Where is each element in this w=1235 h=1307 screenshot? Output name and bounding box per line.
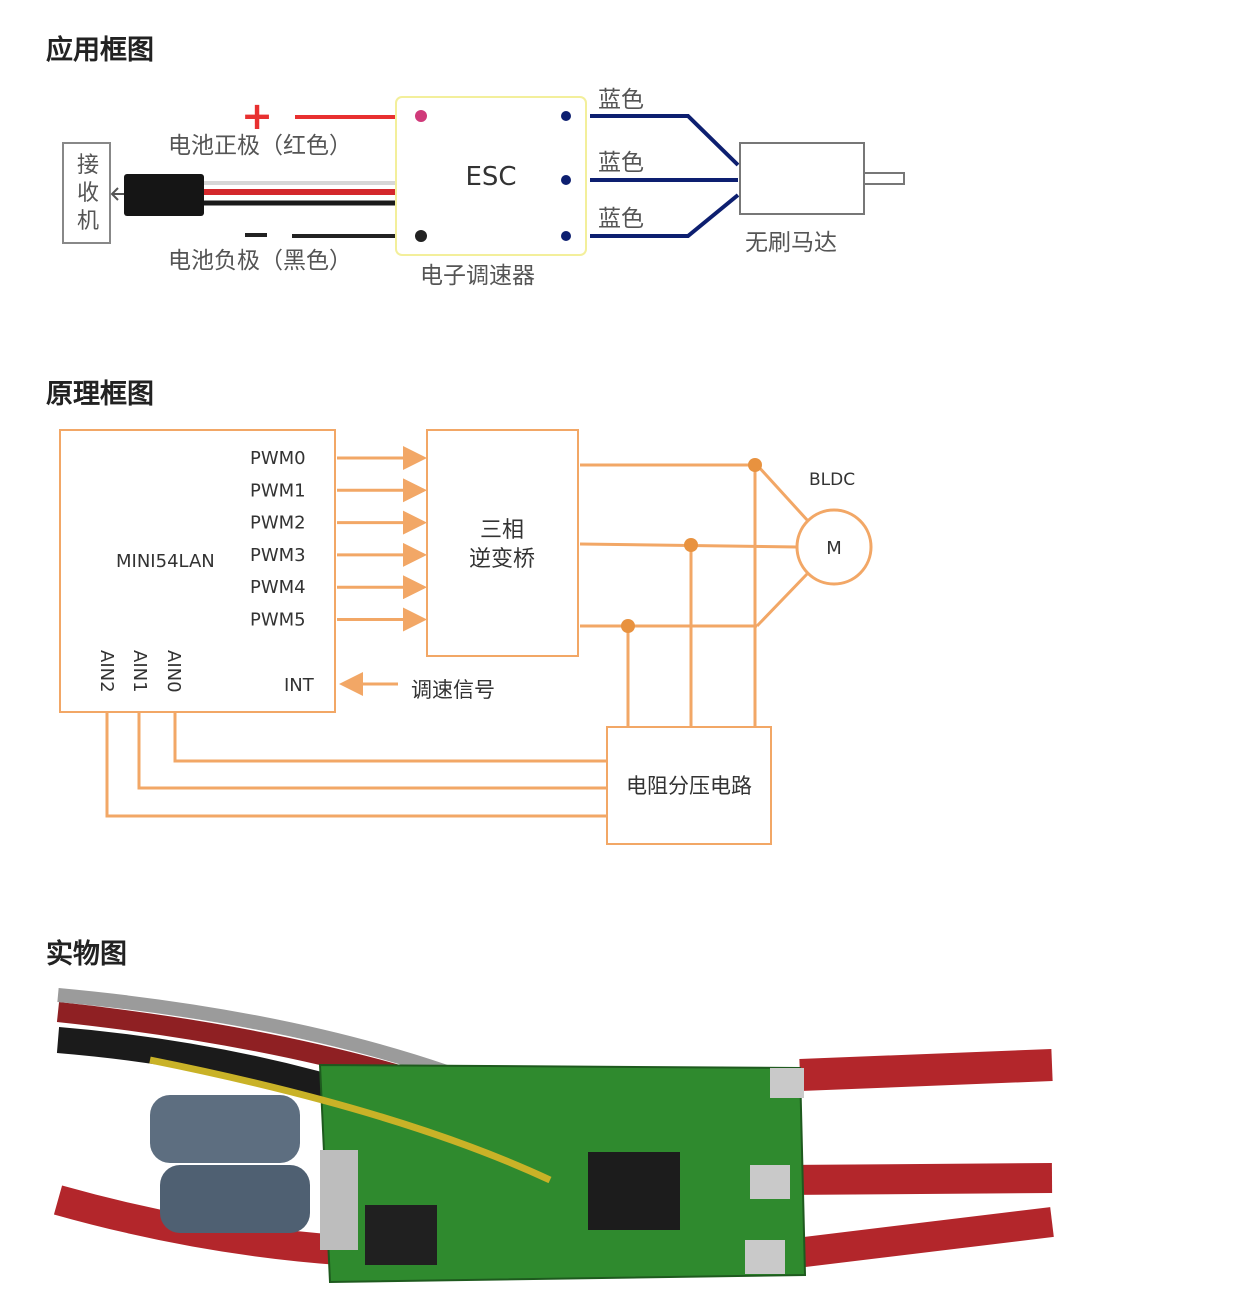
solder-pad-2 bbox=[750, 1165, 790, 1199]
bridge-label-line1: 三相 bbox=[480, 518, 524, 543]
section-title-photo: 实物图 bbox=[46, 939, 127, 970]
pwm-arrows bbox=[337, 446, 427, 632]
esc-negative-terminal bbox=[415, 230, 427, 242]
esc-caption: 电子调速器 bbox=[420, 263, 535, 289]
junction-node-1 bbox=[748, 458, 762, 472]
junction-node-3 bbox=[621, 619, 635, 633]
pwm-pin-label-1: PWM1 bbox=[250, 480, 306, 501]
power-cable-right-3 bbox=[778, 1207, 1054, 1270]
motor-type-label: BLDC bbox=[809, 470, 855, 490]
motor-body bbox=[739, 142, 865, 215]
esc-phase-a-terminal bbox=[561, 111, 571, 121]
receiver-arrow bbox=[110, 187, 126, 201]
ain0-line bbox=[173, 713, 607, 763]
solder-pad-1 bbox=[770, 1068, 804, 1098]
minus-sign bbox=[245, 233, 267, 237]
mcu-label: MINI54LAN bbox=[116, 551, 215, 572]
pwm-pin-label-5: PWM5 bbox=[250, 610, 306, 631]
pwm-pin-label-4: PWM4 bbox=[250, 577, 306, 598]
receiver-label-char-3: 机 bbox=[77, 209, 99, 234]
wire-color-label-1: 蓝色 bbox=[598, 87, 644, 113]
solder-pad-4 bbox=[320, 1150, 358, 1250]
ain1-line bbox=[137, 713, 607, 790]
pwm-pin-label-2: PWM2 bbox=[250, 513, 306, 534]
section-title-principle: 原理框图 bbox=[46, 379, 154, 410]
phase-to-motor-1 bbox=[755, 463, 810, 523]
esc-label: ESC bbox=[465, 162, 516, 192]
yellow-wire bbox=[149, 1056, 552, 1184]
servo-plug bbox=[124, 174, 204, 216]
pwm-pin-label-3: PWM3 bbox=[250, 545, 306, 566]
motor-symbol: M bbox=[826, 538, 842, 559]
speed-signal-label: 调速信号 bbox=[411, 678, 495, 702]
plus-sign: + bbox=[241, 94, 273, 138]
junction-node-2 bbox=[684, 538, 698, 552]
wire-color-label-2: 蓝色 bbox=[598, 150, 644, 176]
esc-board-photo bbox=[53, 988, 1054, 1284]
receiver-label-char-1: 接 bbox=[77, 153, 99, 178]
ain-pin-labels: AIN2 AIN1 AIN0 bbox=[96, 650, 184, 693]
capacitor-2 bbox=[160, 1165, 310, 1233]
ain-pin-label-1: AIN1 bbox=[129, 650, 150, 693]
bldc-motor-circle bbox=[795, 508, 873, 586]
battery-negative-label: 电池负极（黑色） bbox=[168, 248, 352, 274]
ain2-line bbox=[105, 713, 607, 818]
ain-pin-label-2: AIN0 bbox=[163, 650, 184, 693]
phase-wire-a bbox=[590, 114, 740, 167]
ain-pin-label-0: AIN2 bbox=[96, 650, 117, 693]
mosfet-chip bbox=[365, 1205, 437, 1265]
motor-shaft bbox=[863, 172, 905, 185]
divider-box bbox=[606, 726, 772, 845]
mcu-box bbox=[59, 429, 336, 713]
solder-pad-3 bbox=[745, 1240, 785, 1274]
section-title-application: 应用框图 bbox=[46, 35, 154, 66]
esc-box bbox=[395, 96, 587, 256]
phase-wire-c bbox=[590, 193, 740, 238]
wire-color-label-3: 蓝色 bbox=[598, 206, 644, 232]
bridge-box bbox=[426, 429, 579, 657]
capacitor-1 bbox=[150, 1095, 300, 1163]
divider-label: 电阻分压电路 bbox=[626, 774, 752, 798]
receiver-box bbox=[62, 142, 111, 244]
esc-positive-terminal bbox=[415, 110, 427, 122]
int-pin-label: INT bbox=[284, 675, 315, 696]
power-cable-right-1 bbox=[799, 1049, 1053, 1091]
battery-positive-label: 电池正极（红色） bbox=[168, 133, 352, 159]
power-cable-right-2 bbox=[779, 1163, 1053, 1195]
receiver-label-char-2: 收 bbox=[77, 181, 99, 206]
esc-phase-b-terminal bbox=[561, 175, 571, 185]
mcu-chip bbox=[588, 1152, 680, 1230]
pwm-pin-label-0: PWM0 bbox=[250, 448, 306, 469]
bridge-label-line2: 逆变桥 bbox=[469, 547, 535, 572]
application-diagram: 接 收 机 + 电池正极（红色） 电池负极（黑色） ESC 电子调速器 蓝色 蓝… bbox=[62, 87, 905, 289]
phase-to-motor-3 bbox=[755, 571, 810, 628]
motor-caption: 无刷马达 bbox=[745, 230, 837, 256]
esc-phase-c-terminal bbox=[561, 231, 571, 241]
